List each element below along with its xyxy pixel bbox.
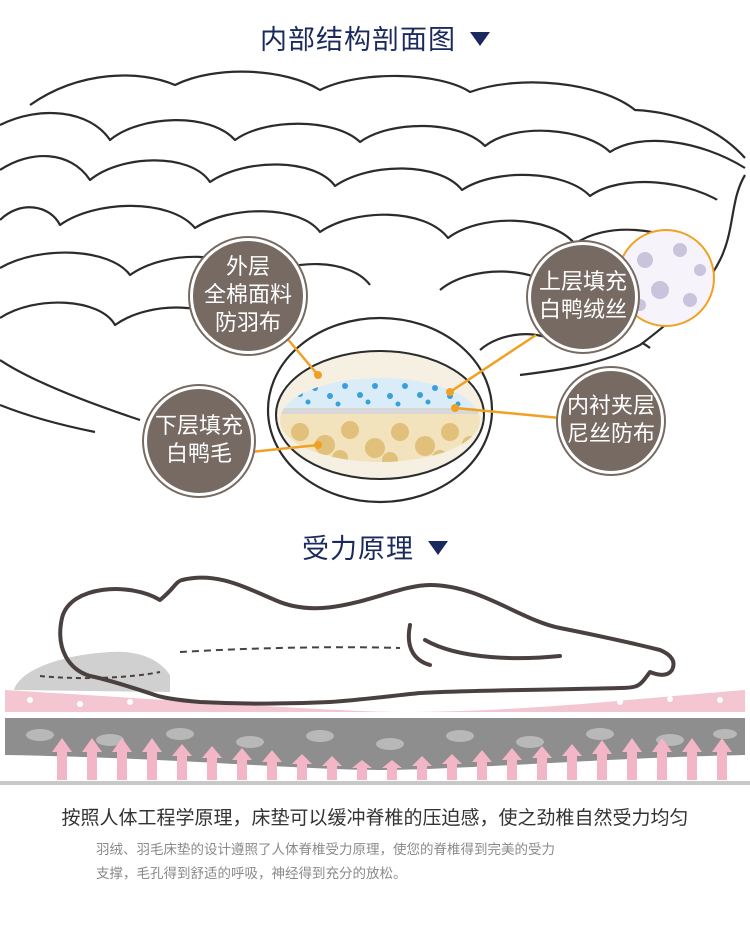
- callout-upper-line2: 白鸭绒丝: [538, 298, 627, 323]
- callout-outer-line3: 防羽布: [214, 311, 281, 336]
- callout-lower-line1: 下层填充: [154, 414, 243, 439]
- section-title-structure-text: 内部结构剖面图: [260, 25, 456, 56]
- principle-caption: 按照人体工程学原理，床垫可以缓冲脊椎的压迫感，使之劲椎自然受力均匀: [61, 807, 689, 829]
- callout-lining-line2: 尼丝防布: [566, 422, 655, 447]
- callout-outer-layer: 外层 全棉面料 防羽布: [190, 238, 306, 354]
- triangle-down-icon: [428, 540, 448, 555]
- triangle-down-icon: [470, 31, 490, 46]
- callout-lining-line1: 内衬夹层: [566, 394, 655, 419]
- callout-upper-line1: 上层填充: [538, 270, 627, 295]
- principle-description-line1: 羽绒、羽毛床垫的设计遵照了人体脊椎受力原理，使您的脊椎得到完美的受力: [96, 842, 555, 858]
- callout-lower-line2: 白鸭毛: [165, 442, 232, 467]
- section-title-force: 受力原理: [0, 527, 750, 566]
- callout-lining-layer: 内衬夹层 尼丝防布: [558, 368, 664, 474]
- section-title-structure: 内部结构剖面图: [0, 18, 750, 57]
- principle-description-line2: 支撑，毛孔得到舒适的呼吸，神经得到充分的放松。: [96, 866, 407, 882]
- callout-outer-line2: 全棉面料: [203, 283, 292, 308]
- section-title-force-text: 受力原理: [302, 534, 414, 565]
- callout-outer-line1: 外层: [225, 255, 270, 280]
- callout-lower-fill: 下层填充 白鸭毛: [144, 386, 254, 496]
- callout-upper-fill: 上层填充 白鸭绒丝: [528, 242, 638, 352]
